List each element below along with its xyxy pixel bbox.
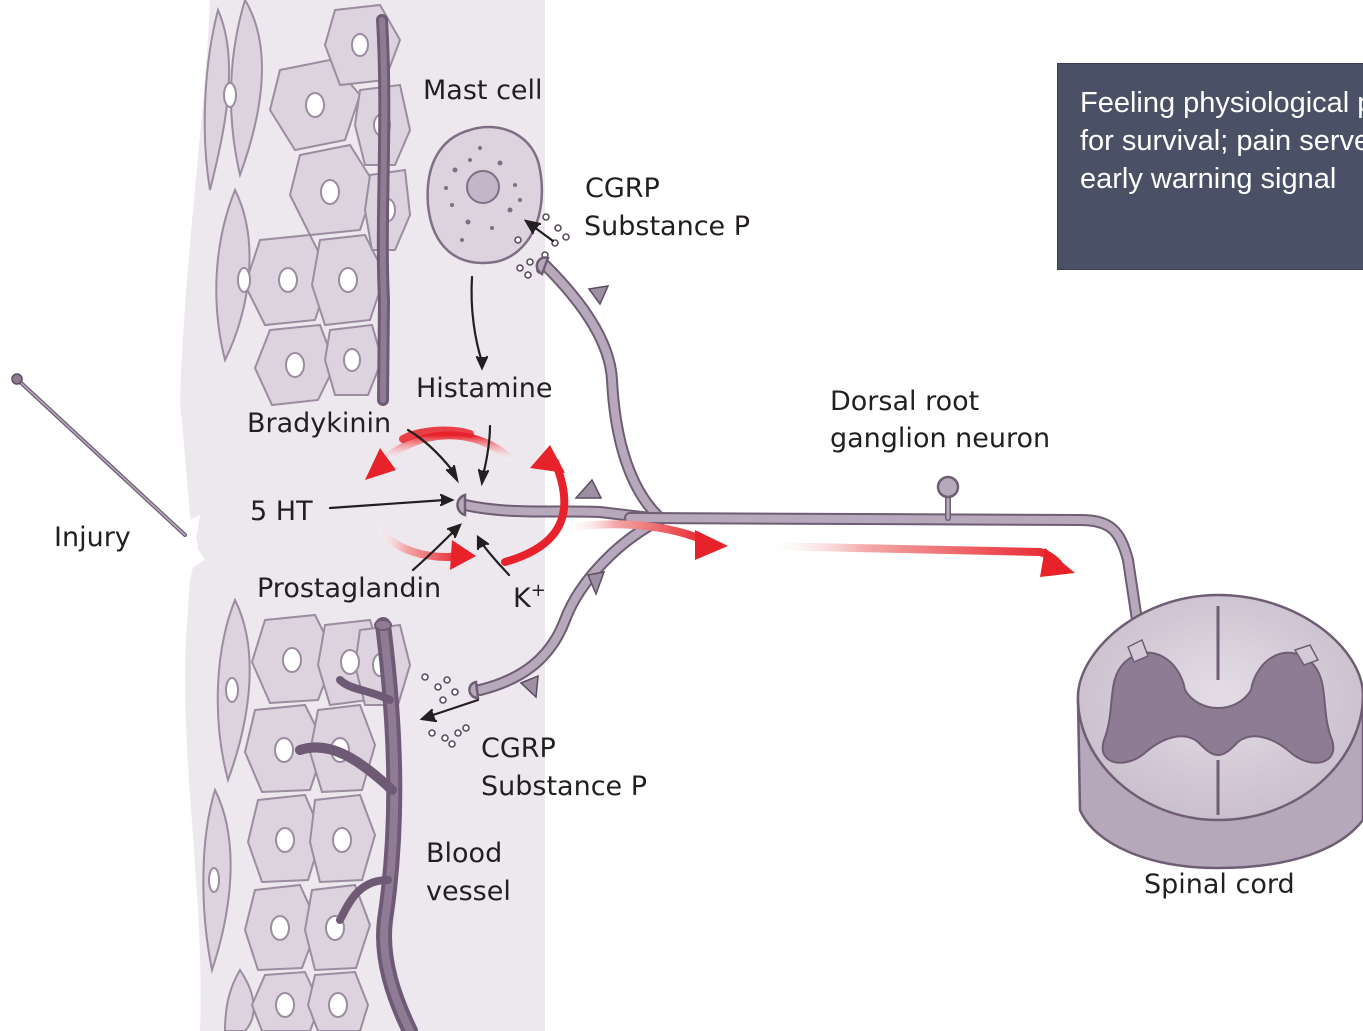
dorsal-root-label-line1: Dorsal root: [830, 386, 979, 417]
cgrp-label-top: CGRP: [585, 173, 660, 204]
injury-label: Injury: [54, 522, 131, 553]
spinal-cord: [1078, 595, 1363, 868]
mast-cell-label: Mast cell: [423, 75, 543, 106]
dorsal-root-ganglion-soma: [938, 477, 958, 497]
callout-text: Feeling physiological pain is essential …: [1080, 84, 1363, 198]
spinal-cord-label: Spinal cord: [1144, 869, 1295, 900]
injury-needle: [12, 374, 185, 535]
substance-p-label-bottom: Substance P: [481, 771, 647, 802]
dorsal-root-label-line2: ganglion neuron: [830, 423, 1050, 454]
blood-vessel-label-line2: vessel: [426, 876, 511, 907]
sensory-nerve-fibers: [465, 265, 1140, 690]
mast-cell: [428, 127, 542, 263]
bradykinin-label: Bradykinin: [247, 408, 391, 439]
blood-vessel-label-line1: Blood: [426, 838, 502, 869]
callout-box: Feeling physiological pain is essential …: [1057, 63, 1363, 270]
substance-p-label-top: Substance P: [584, 211, 750, 242]
prostaglandin-label: Prostaglandin: [257, 573, 441, 604]
histamine-label: Histamine: [416, 373, 553, 404]
five-ht-label: 5 HT: [250, 496, 313, 527]
cgrp-label-bottom: CGRP: [481, 733, 556, 764]
